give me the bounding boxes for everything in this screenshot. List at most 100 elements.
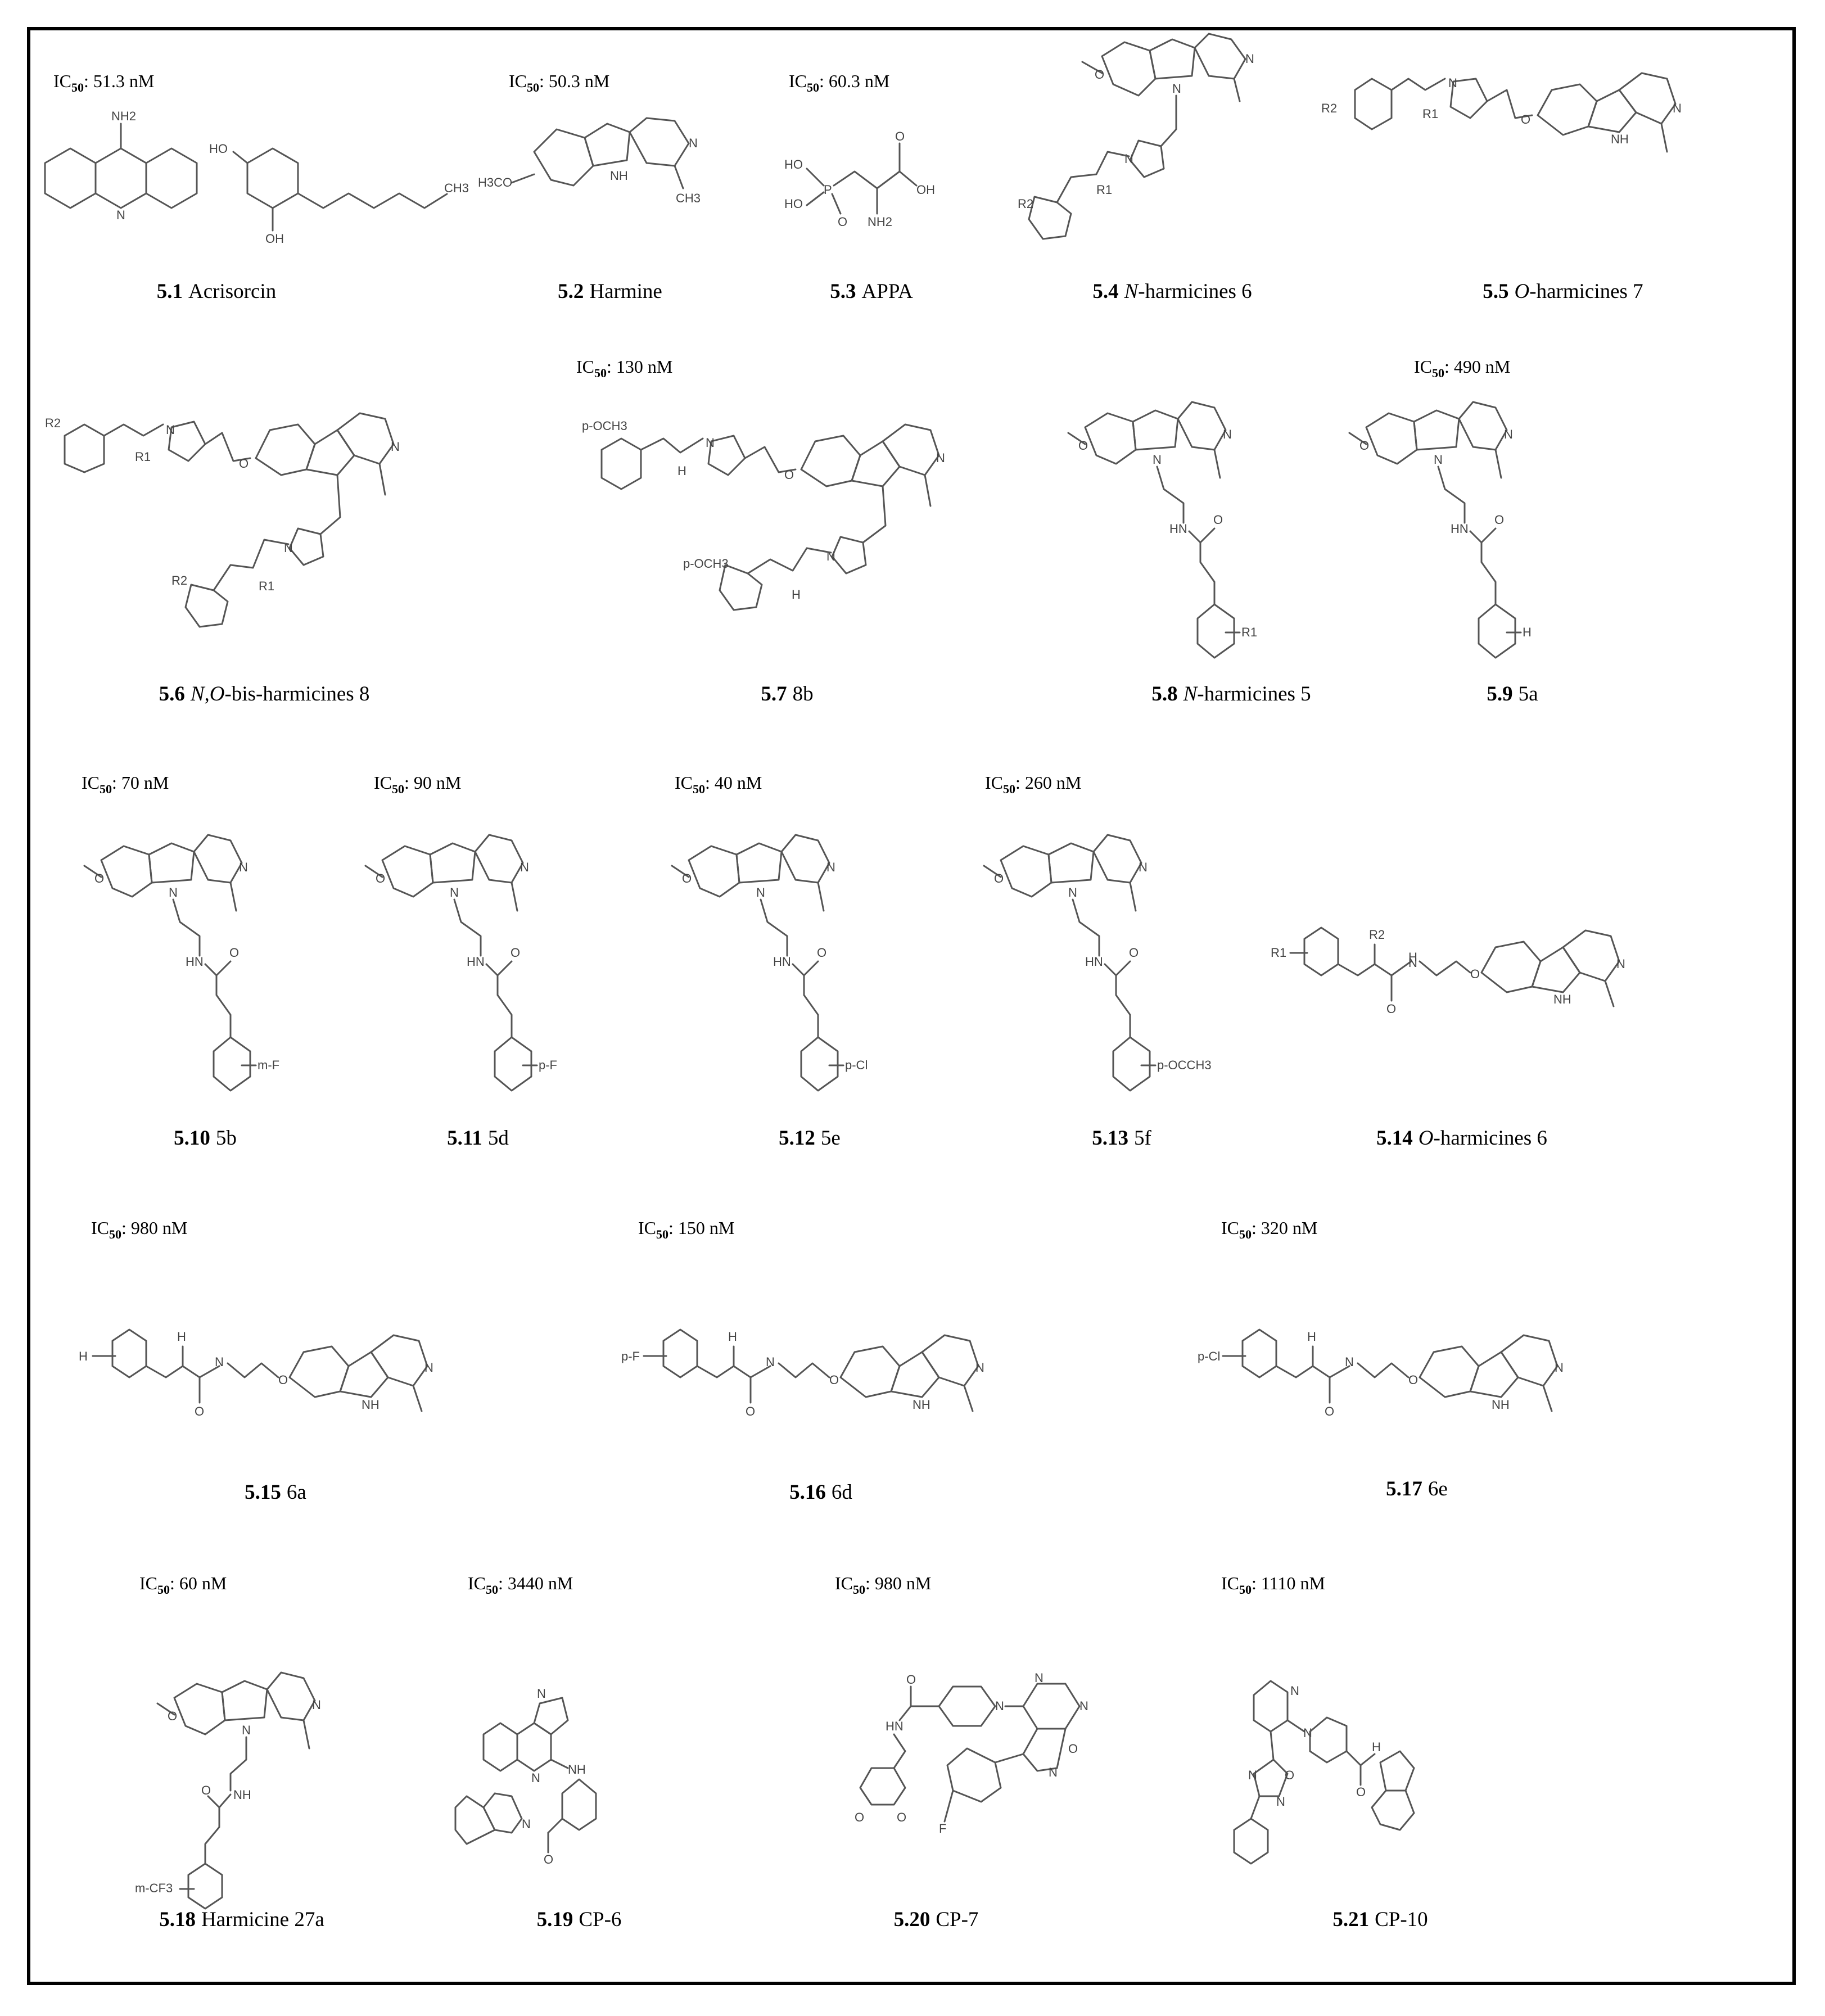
svg-text:NH: NH (1492, 1398, 1510, 1412)
svg-text:O: O (1494, 513, 1504, 527)
svg-text:NH: NH (912, 1398, 930, 1412)
svg-text:N: N (239, 860, 248, 874)
svg-text:O: O (817, 946, 826, 960)
ic50-label-5-21: IC50: 1110 nM (1221, 1573, 1325, 1597)
structure-5-1: NH2 N HO OH CH3 (39, 109, 489, 261)
svg-text:HN: HN (1169, 522, 1187, 536)
svg-text:p-OCCH3: p-OCCH3 (1157, 1058, 1212, 1072)
svg-text:OH: OH (916, 183, 935, 197)
svg-text:HN: HN (1085, 955, 1103, 969)
svg-text:R2: R2 (45, 416, 61, 430)
svg-text:R2: R2 (1321, 101, 1337, 115)
svg-text:NH: NH (233, 1788, 251, 1802)
svg-text:R1: R1 (1271, 946, 1286, 960)
svg-text:N: N (522, 1817, 531, 1831)
structure-5-17: p-Cl H O N O N NH (1198, 1304, 1664, 1453)
ic50-label-5-15: IC50: 980 nM (91, 1218, 188, 1241)
svg-text:O: O (1078, 439, 1088, 453)
svg-text:O: O (1356, 1785, 1366, 1799)
svg-text:O: O (544, 1852, 553, 1866)
svg-text:p-F: p-F (539, 1058, 557, 1072)
svg-text:N: N (1049, 1765, 1058, 1779)
structure-5-18: O N N NH O m-CF3 (129, 1664, 354, 1910)
ic50-label-5-18: IC50: 60 nM (139, 1573, 227, 1597)
structure-5-2: H3CO NH N CH3 (478, 112, 708, 250)
svg-text:N: N (756, 885, 765, 899)
structure-5-15: H H O N O N NH (79, 1304, 534, 1453)
svg-text:CH3: CH3 (444, 181, 469, 195)
structure-5-6: R2 R1 N O N N R1 R2 (45, 405, 500, 677)
svg-text:O: O (201, 1783, 211, 1797)
svg-text:R1: R1 (1241, 625, 1257, 639)
svg-text:N: N (1172, 82, 1181, 96)
svg-text:O: O (239, 456, 249, 471)
svg-text:O: O (1359, 439, 1369, 453)
svg-text:R2: R2 (1369, 928, 1385, 942)
structure-5-19: N N NH O N (454, 1681, 692, 1886)
svg-text:R2: R2 (1018, 197, 1033, 211)
svg-text:O: O (229, 946, 239, 960)
svg-text:O: O (895, 129, 905, 143)
structure-5-3: HO HO P O O OH NH2 (784, 129, 964, 256)
structure-5-13: O N N HN O p-OCCH3 (967, 826, 1212, 1099)
svg-text:O: O (1408, 1373, 1418, 1387)
structure-5-9: O N N HN O H (1332, 394, 1557, 666)
structure-5-8: O N N HN O R1 (1051, 394, 1276, 666)
svg-text:N: N (1139, 860, 1148, 874)
svg-text:O: O (1129, 946, 1139, 960)
svg-text:p-OCH3: p-OCH3 (683, 557, 729, 571)
svg-text:m-CF3: m-CF3 (135, 1881, 173, 1895)
svg-text:CH3: CH3 (676, 191, 701, 205)
figure-border (27, 27, 1796, 1985)
svg-text:O: O (994, 871, 1004, 885)
svg-text:N: N (1303, 1726, 1312, 1740)
svg-text:N: N (537, 1687, 546, 1701)
svg-text:HN: HN (186, 955, 204, 969)
svg-text:O: O (1386, 1002, 1396, 1016)
svg-text:N: N (706, 436, 715, 450)
svg-text:O: O (1325, 1404, 1334, 1418)
svg-text:H: H (79, 1349, 88, 1363)
svg-text:O: O (1095, 67, 1104, 82)
structure-5-11: O N N HN O p-F (349, 826, 573, 1099)
svg-text:N: N (312, 1698, 321, 1712)
svg-text:O: O (746, 1404, 755, 1418)
svg-text:H: H (728, 1330, 737, 1344)
svg-text:N: N (1504, 427, 1513, 441)
svg-text:N: N (766, 1355, 775, 1369)
structure-5-10: O N N HN O m-F (67, 826, 292, 1099)
svg-text:N: N (1124, 152, 1133, 166)
svg-text:N: N (215, 1355, 224, 1369)
svg-text:HO: HO (784, 197, 803, 211)
svg-text:H: H (677, 464, 686, 478)
svg-text:O: O (1068, 1742, 1078, 1756)
svg-text:N: N (1555, 1360, 1564, 1375)
svg-text:N: N (1290, 1684, 1299, 1698)
svg-text:N: N (116, 208, 125, 222)
svg-text:NH: NH (1611, 132, 1629, 146)
svg-text:N: N (1248, 1768, 1257, 1782)
svg-text:HN: HN (467, 955, 485, 969)
svg-text:H: H (792, 587, 801, 602)
svg-text:NH: NH (610, 169, 628, 183)
svg-text:N: N (1345, 1355, 1354, 1369)
svg-text:HN: HN (886, 1719, 904, 1733)
svg-text:N: N (995, 1699, 1004, 1713)
svg-text:N: N (1408, 956, 1417, 970)
svg-text:H: H (1372, 1740, 1381, 1754)
svg-text:O: O (906, 1673, 916, 1687)
svg-text:NH: NH (568, 1762, 586, 1777)
